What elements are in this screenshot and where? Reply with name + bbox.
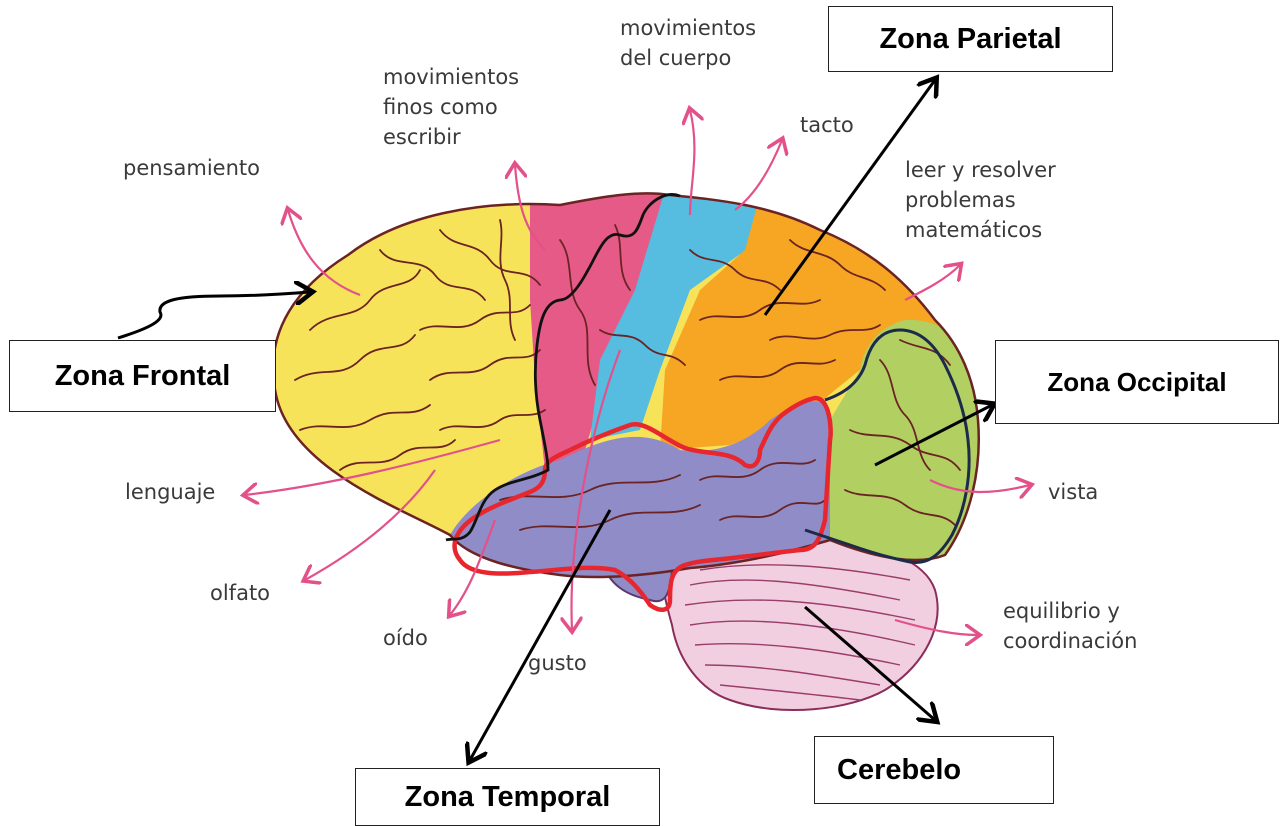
arrow-tacto [734,140,782,211]
label-gusto: gusto [528,651,587,675]
cerebellum [662,535,939,712]
arrow-olfato [305,469,436,580]
arrow-oido [450,519,497,615]
label-movimientos-cuerpo: movimientos del cuerpo [620,16,757,70]
arrow-equilibrio [894,618,978,635]
arrow-movimientos-cuerpo [690,110,694,216]
temporal-outline [452,395,833,612]
label-leer: leer y resolver problemas matemáticos [905,158,1056,242]
arrow-cerebelo [804,605,935,720]
arrow-movimientos-finos [515,165,546,251]
zone-temporal-label: Zona Temporal [404,780,611,813]
label-tacto: tacto [800,113,854,137]
zone-parietal-box: Zona Parietal [828,6,1113,72]
label-lenguaje: lenguaje [125,480,216,504]
zone-arrows [117,80,992,760]
label-olfato: olfato [210,581,271,605]
zone-parietal-label: Zona Parietal [879,22,1062,55]
zone-temporal-box: Zona Temporal [355,768,660,826]
cerebrum [271,192,980,579]
zone-occipital-label: Zona Occipital [1047,366,1227,397]
label-vista: vista [1048,480,1099,504]
label-equilibrio: equilibrio y coordinación [1003,599,1138,653]
arrow-zona-parietal [763,80,935,316]
arrow-pensamiento [288,210,361,297]
arrow-vista [929,480,1030,492]
label-movimientos-finos: movimientos finos como escribir [383,65,520,149]
function-arrows [245,110,1030,635]
zone-frontal-label: Zona Frontal [54,359,231,392]
arrow-leer [904,265,960,301]
arrow-zona-frontal [117,292,310,340]
zone-cerebelo-label: Cerebelo [837,753,962,786]
frontal-boundary [445,193,681,542]
zone-frontal-box: Zona Frontal [9,340,276,412]
arrow-zona-occipital [874,405,992,467]
zone-occipital-box: Zona Occipital [995,340,1279,424]
label-pensamiento: pensamiento [123,156,260,180]
arrow-lenguaje [245,438,501,495]
occipital-outline [804,328,971,565]
label-oido: oído [383,626,428,650]
arrow-zona-temporal [470,509,612,760]
zone-cerebelo-box: Cerebelo [814,736,1054,804]
arrow-gusto [572,349,622,630]
